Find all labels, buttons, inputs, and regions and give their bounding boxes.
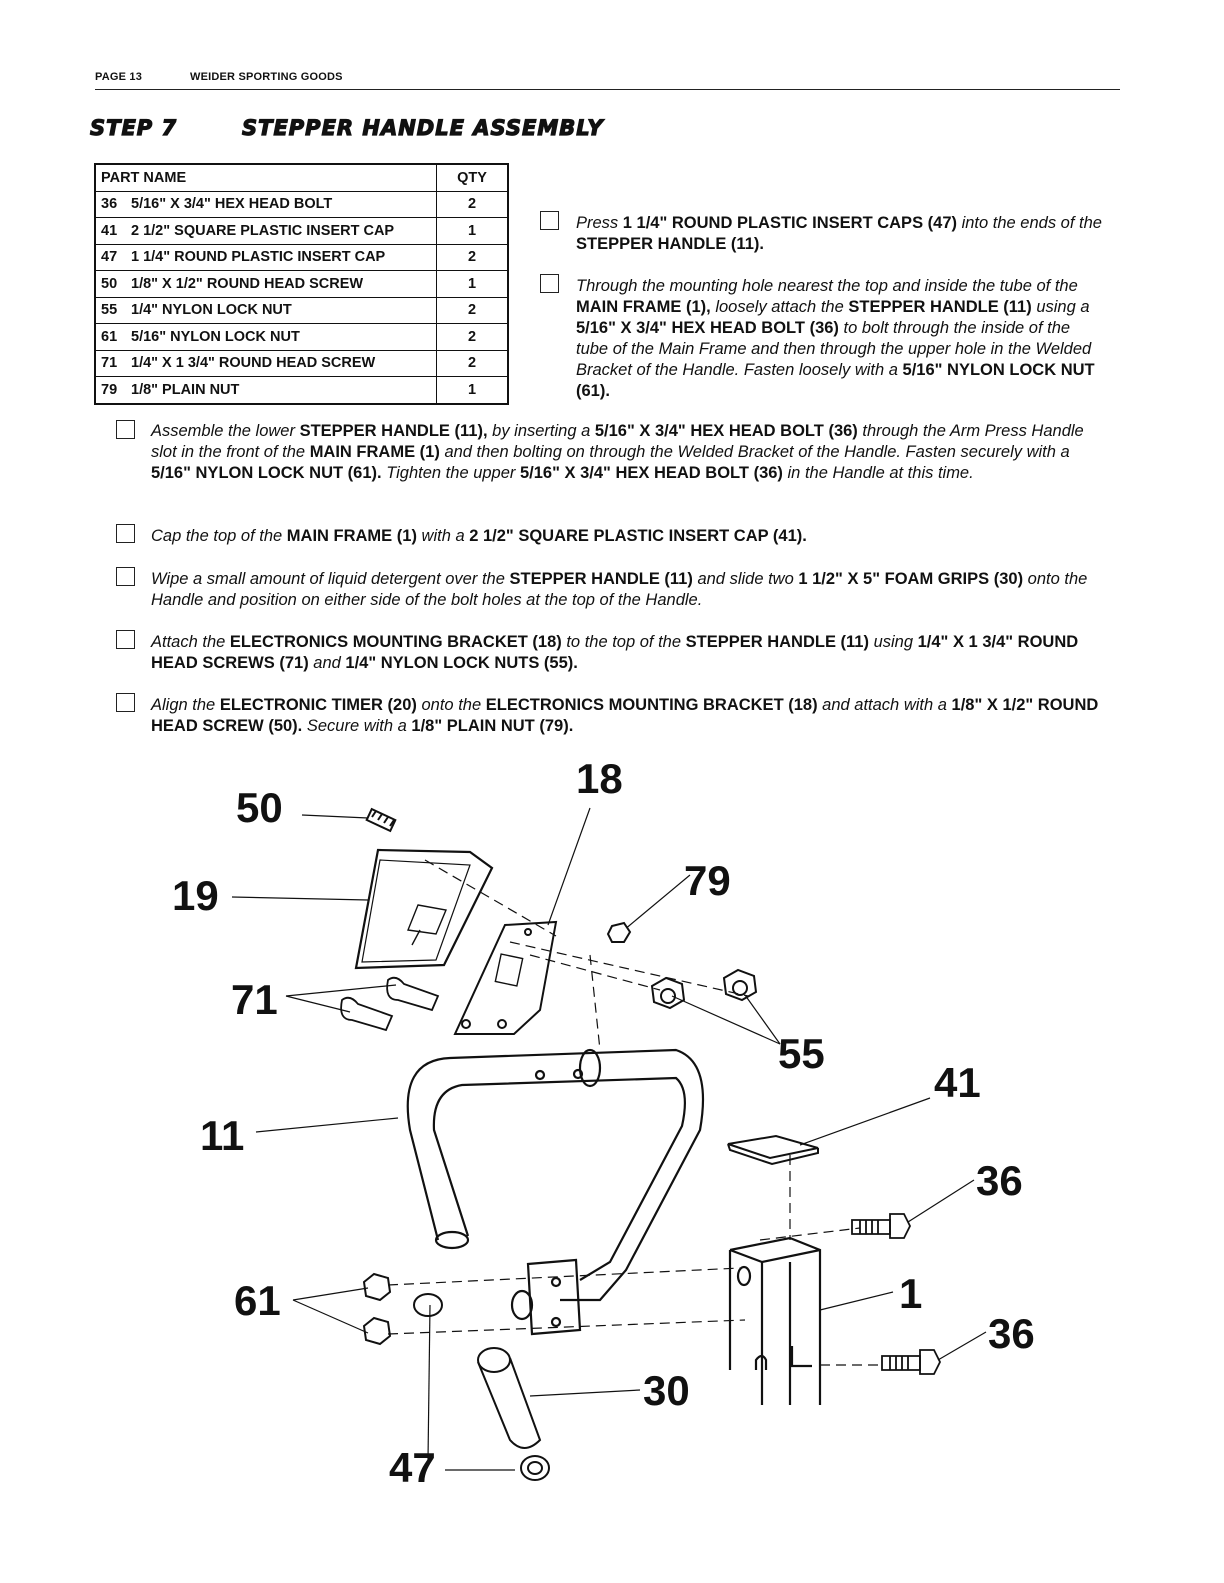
label-50: 50	[236, 784, 283, 831]
table-row: 55 1/4" NYLON LOCK NUT 2	[94, 296, 509, 324]
part-name-cell: 41 2 1/2" SQUARE PLASTIC INSERT CAP	[94, 217, 437, 245]
part-name: 1/4" NYLON LOCK NUT	[131, 302, 292, 319]
table-row: 41 2 1/2" SQUARE PLASTIC INSERT CAP 1	[94, 217, 509, 245]
nut-79	[606, 921, 632, 943]
part-qty: 2	[436, 296, 509, 324]
instruction-6: Attach the ELECTRONICS MOUNTING BRACKET …	[151, 633, 1079, 672]
part-number: 61	[101, 328, 118, 345]
part-number: 50	[101, 275, 118, 292]
nuts-61	[362, 1272, 392, 1346]
part-name-cell: 71 1/4" X 1 3/4" ROUND HEAD SCREW	[94, 349, 437, 377]
label-18: 18	[576, 755, 623, 802]
table-row: 61 5/16" NYLON LOCK NUT 2	[94, 323, 509, 351]
instruction-4: Cap the top of the MAIN FRAME (1) with a…	[151, 527, 807, 545]
part-name-cell: 55 1/4" NYLON LOCK NUT	[94, 296, 437, 324]
round-caps-47	[413, 1293, 550, 1481]
nuts-55	[650, 968, 758, 1010]
instruction-3: Assemble the lower STEPPER HANDLE (11), …	[151, 422, 1084, 482]
company-name: WEIDER SPORTING GOODS	[190, 71, 343, 83]
part-number: 36	[101, 196, 118, 213]
parts-table: PART NAME QTY 36 5/16" X 3/4" HEX HEAD BO…	[94, 163, 509, 405]
stepper-handle-11	[406, 1048, 704, 1336]
label-36-upper: 36	[976, 1157, 1023, 1204]
table-row: 71 1/4" X 1 3/4" ROUND HEAD SCREW 2	[94, 349, 509, 377]
part-name: 1/4" X 1 3/4" ROUND HEAD SCREW	[131, 355, 376, 372]
part-number: 41	[101, 222, 118, 239]
part-qty: 2	[436, 243, 509, 271]
label-61: 61	[234, 1277, 281, 1324]
part-name: 5/16" X 3/4" HEX HEAD BOLT	[131, 196, 333, 213]
instruction-2: Through the mounting hole nearest the to…	[576, 277, 1095, 400]
part-qty: 2	[436, 323, 509, 351]
part-qty: 1	[436, 270, 509, 298]
label-1: 1	[899, 1270, 922, 1317]
bolts-36	[851, 1213, 942, 1375]
screws-71	[340, 976, 440, 1032]
part-qty: 1	[436, 217, 509, 245]
col-part-name: PART NAME	[94, 163, 437, 192]
checkbox-step-6[interactable]	[116, 630, 135, 649]
instruction-7: Align the ELECTRONIC TIMER (20) onto the…	[151, 696, 1099, 735]
screw-50	[365, 807, 397, 833]
part-name-cell: 61 5/16" NYLON LOCK NUT	[94, 323, 437, 351]
part-qty: 2	[436, 190, 509, 218]
label-55: 55	[778, 1030, 825, 1077]
assembly-diagram: 50 18 19 79 71 55 41 11 36 61 1 36 30 47	[172, 755, 1035, 1491]
part-name: 5/16" NYLON LOCK NUT	[131, 328, 300, 345]
parts-table-header: PART NAME QTY	[94, 163, 509, 192]
part-name-cell: 50 1/8" X 1/2" ROUND HEAD SCREW	[94, 270, 437, 298]
table-row: 50 1/8" X 1/2" ROUND HEAD SCREW 1	[94, 270, 509, 298]
step-title: STEPPER HANDLE ASSEMBLY	[241, 115, 604, 140]
part-qty: 1	[436, 376, 509, 404]
label-41: 41	[934, 1059, 981, 1106]
label-36-lower: 36	[988, 1310, 1035, 1357]
page-number: PAGE 13	[95, 71, 143, 83]
foam-grip-30	[477, 1347, 542, 1449]
part-name: 1/8" X 1/2" ROUND HEAD SCREW	[131, 275, 364, 292]
part-name-cell: 79 1/8" PLAIN NUT	[94, 376, 437, 404]
col-qty: QTY	[436, 163, 509, 192]
label-30: 30	[643, 1367, 690, 1414]
checkbox-step-1[interactable]	[540, 211, 559, 230]
label-71: 71	[231, 976, 278, 1023]
page-header: PAGE 13 WEIDER SPORTING GOODS	[95, 71, 1120, 90]
step-number: STEP 7	[89, 115, 178, 140]
table-row: 36 5/16" X 3/4" HEX HEAD BOLT 2	[94, 190, 509, 218]
checkbox-step-7[interactable]	[116, 693, 135, 712]
table-row: 47 1 1/4" ROUND PLASTIC INSERT CAP 2	[94, 243, 509, 271]
checkbox-step-5[interactable]	[116, 567, 135, 586]
checkbox-step-2[interactable]	[540, 274, 559, 293]
label-79: 79	[684, 857, 731, 904]
instruction-5: Wipe a small amount of liquid detergent …	[151, 570, 1088, 609]
label-19: 19	[172, 872, 219, 919]
part-qty: 2	[436, 349, 509, 377]
instruction-1: Press 1 1/4" ROUND PLASTIC INSERT CAPS (…	[576, 214, 1102, 253]
part-number: 71	[101, 355, 118, 372]
step-heading: STEP 7 STEPPER HANDLE ASSEMBLY	[89, 115, 604, 140]
checkbox-step-3[interactable]	[116, 420, 135, 439]
parts-table-body: 36 5/16" X 3/4" HEX HEAD BOLT 2 41 2 1/2" SQ…	[94, 190, 509, 404]
timer-19	[354, 848, 494, 970]
checkbox-step-4[interactable]	[116, 524, 135, 543]
part-name: 2 1/2" SQUARE PLASTIC INSERT CAP	[131, 222, 395, 239]
part-number: 55	[101, 302, 118, 319]
part-name-cell: 36 5/16" X 3/4" HEX HEAD BOLT	[94, 190, 437, 218]
part-name-cell: 47 1 1/4" ROUND PLASTIC INSERT CAP	[94, 243, 437, 271]
square-cap-41	[727, 1134, 819, 1166]
label-11: 11	[200, 1112, 244, 1159]
main-frame-1	[728, 1236, 822, 1405]
part-name: 1/8" PLAIN NUT	[131, 381, 240, 398]
part-number: 47	[101, 249, 118, 266]
part-name: 1 1/4" ROUND PLASTIC INSERT CAP	[131, 249, 386, 266]
part-number: 79	[101, 381, 118, 398]
bracket-18	[453, 920, 558, 1035]
table-row: 79 1/8" PLAIN NUT 1	[94, 376, 509, 404]
